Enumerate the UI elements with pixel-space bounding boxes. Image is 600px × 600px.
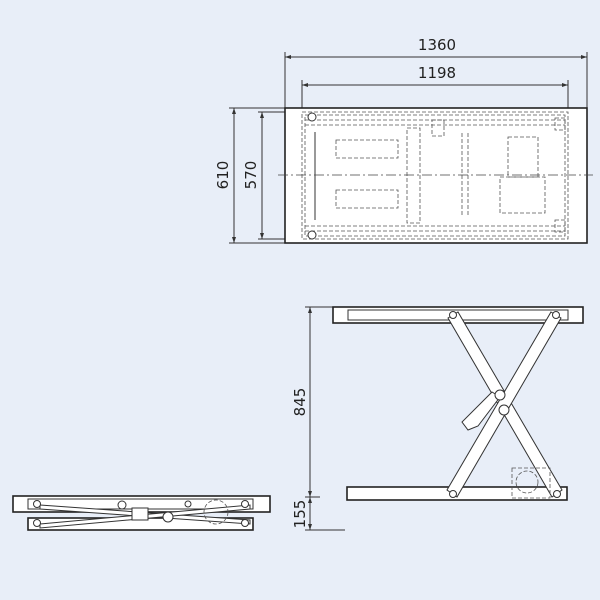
- lowered-scissor-arms: [33, 499, 251, 529]
- scissor-arms: [446, 311, 563, 499]
- dimension-raised-height: 845 155: [291, 306, 345, 531]
- lowered-height-label: 155: [291, 500, 309, 529]
- top-view: 1360 1198 610 570: [214, 36, 593, 244]
- overall-width-label: 610: [214, 161, 232, 190]
- dimension-inner-width: 570: [242, 111, 302, 240]
- platform-outline: [284, 107, 588, 244]
- dimension-overall-length: 1360: [284, 36, 588, 108]
- raised-height-label: 845: [291, 388, 309, 417]
- inner-width-label: 570: [242, 161, 260, 190]
- side-view-lowered: [12, 495, 271, 531]
- dimension-inner-length: 1198: [301, 64, 569, 112]
- inner-length-label: 1198: [418, 64, 456, 82]
- side-view-raised: 845 155: [291, 306, 584, 531]
- dimension-overall-width: 610: [214, 107, 285, 244]
- overall-length-label: 1360: [418, 36, 456, 54]
